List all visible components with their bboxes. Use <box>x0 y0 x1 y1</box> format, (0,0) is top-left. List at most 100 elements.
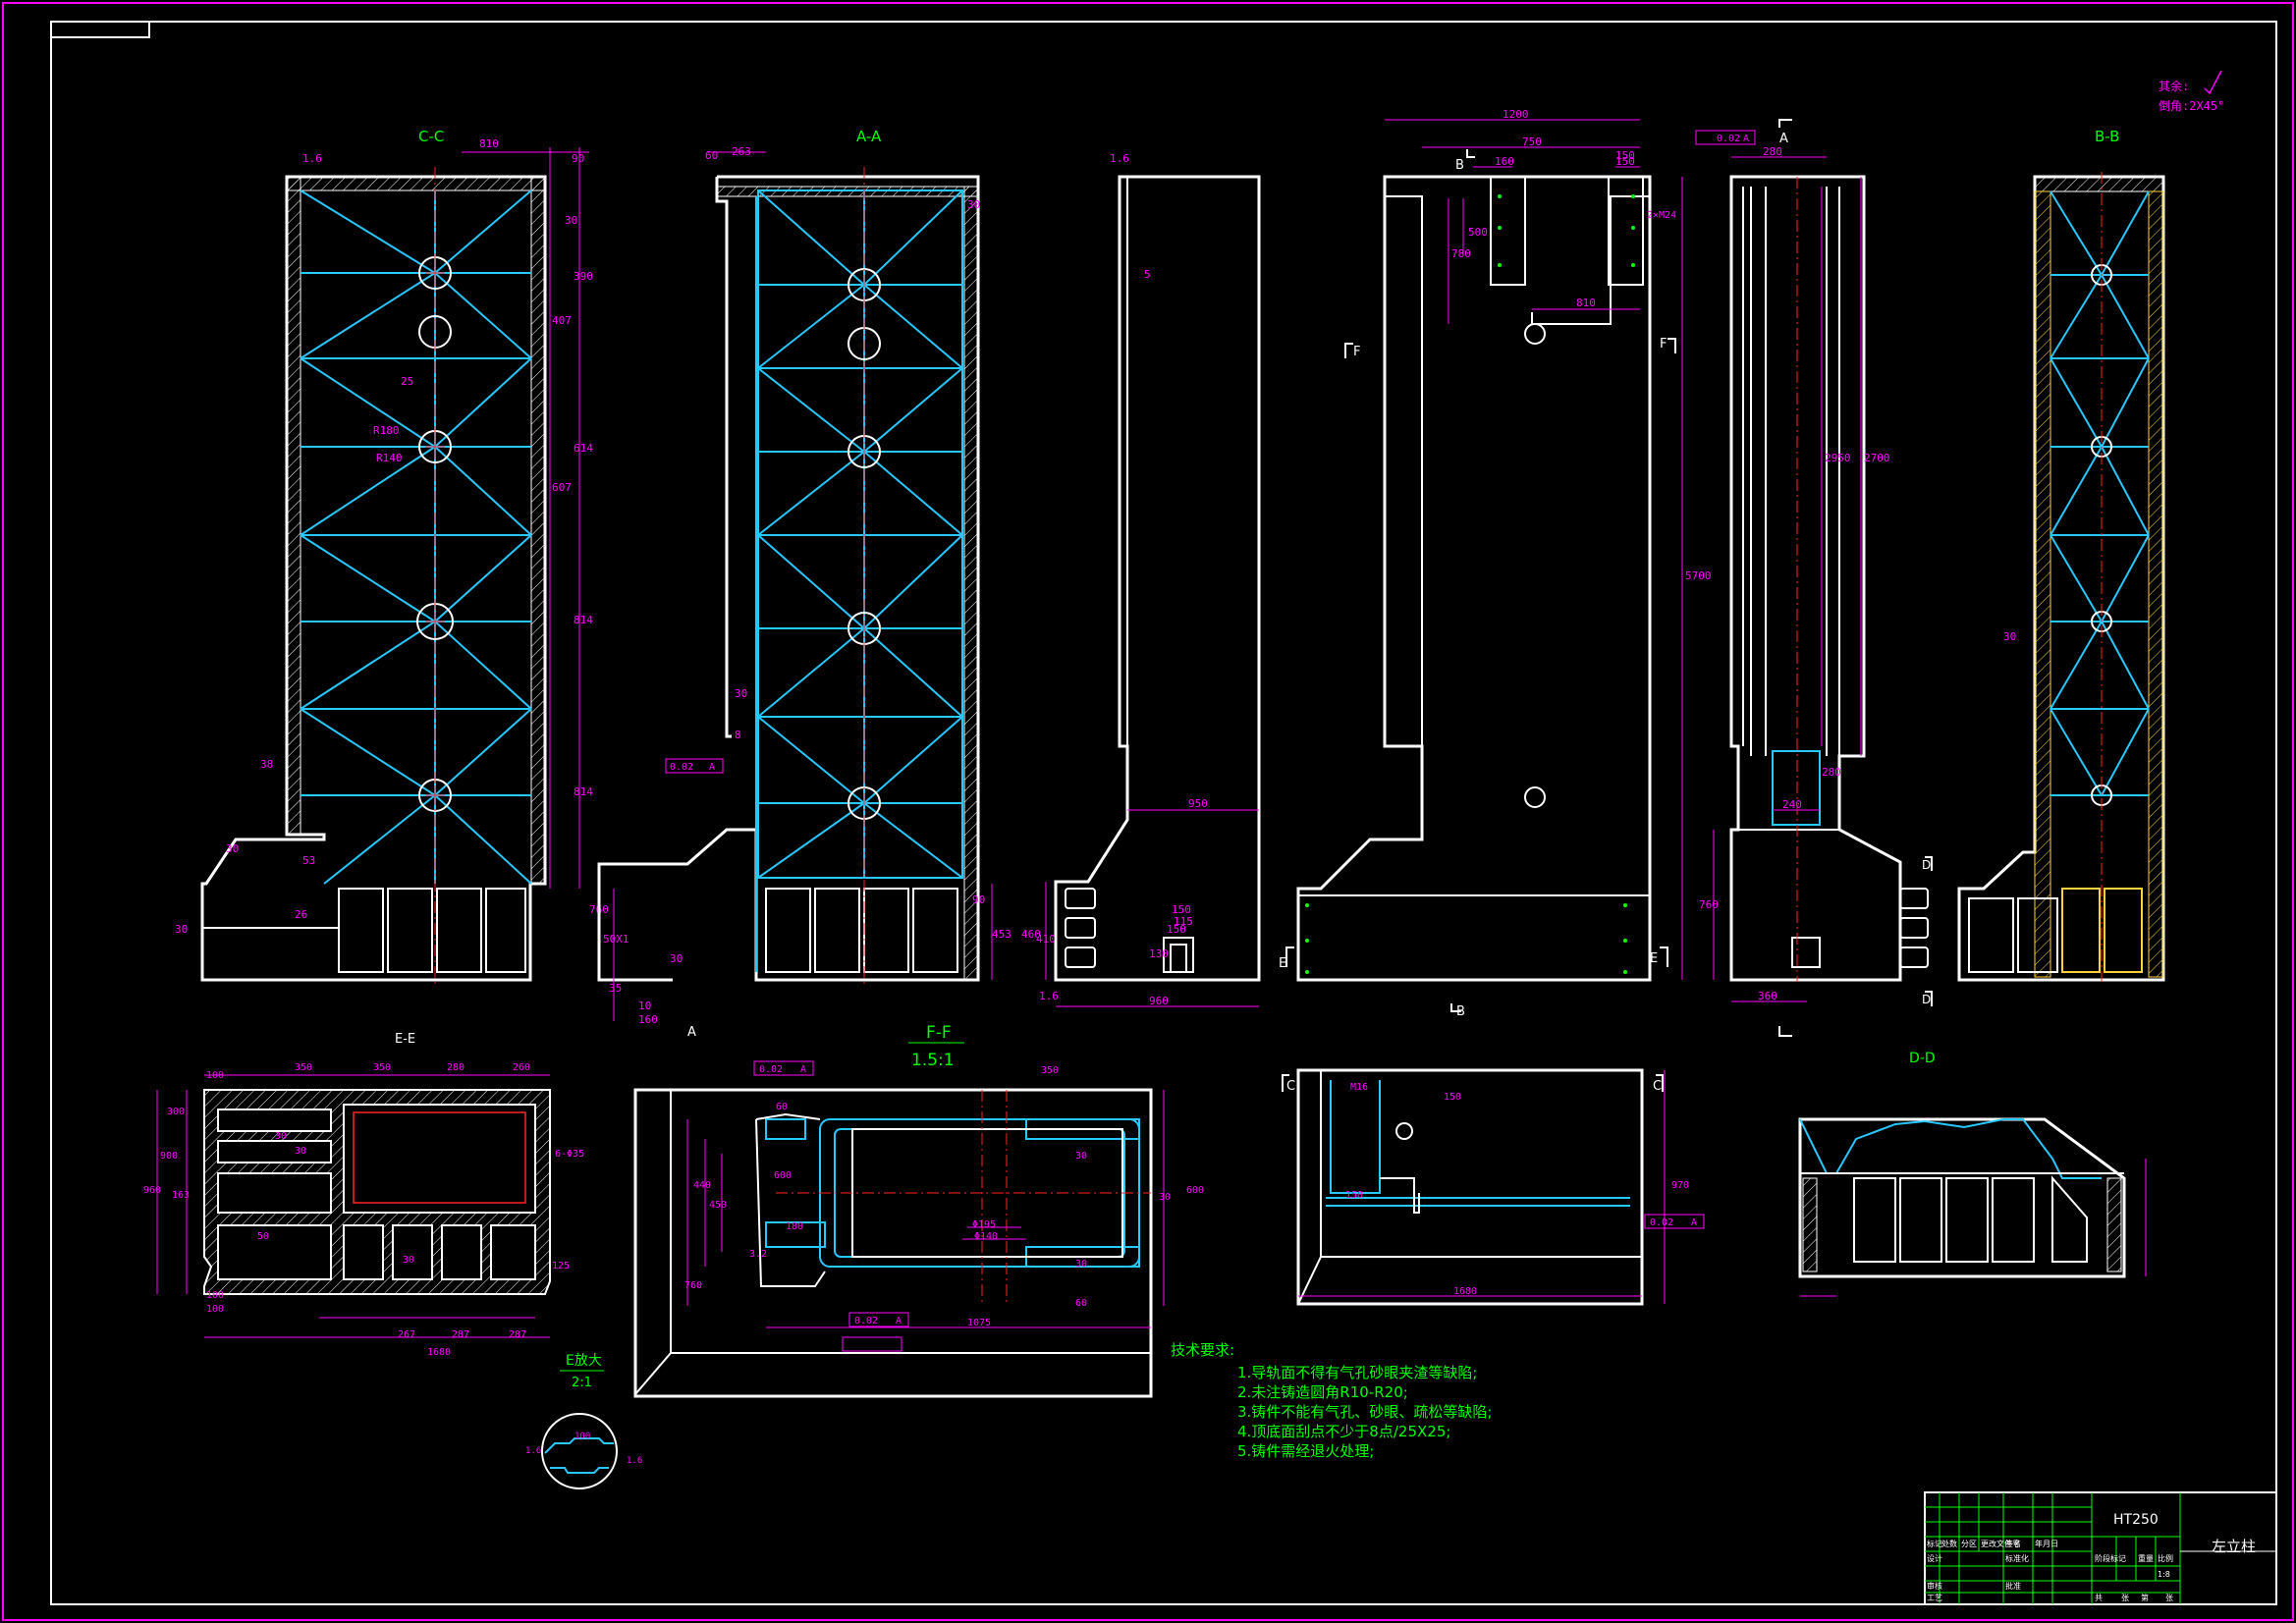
svg-text:50: 50 <box>257 1231 269 1242</box>
svg-text:440: 440 <box>693 1180 711 1191</box>
svg-text:6-Φ35: 6-Φ35 <box>555 1149 584 1160</box>
view-aa-label: A-A <box>856 128 882 145</box>
svg-text:260: 260 <box>513 1062 530 1073</box>
section-letters: B B F F E E C C D D A A <box>687 132 1931 1094</box>
svg-text:0.02: 0.02 <box>759 1064 783 1075</box>
cc-dimensions: 810 90 30 390 407 614 607 814 814 760 25… <box>175 137 609 936</box>
view-cc-label: C-C <box>418 128 444 145</box>
note-1: 1.导轨面不得有气孔砂眼夹渣等缺陷; <box>1237 1364 1477 1381</box>
svg-text:150: 150 <box>1615 149 1635 162</box>
svg-text:60: 60 <box>705 149 718 162</box>
svg-text:267: 267 <box>398 1329 415 1340</box>
svg-text:30: 30 <box>226 842 239 855</box>
svg-text:标记: 标记 <box>1927 1539 1942 1548</box>
svg-text:90: 90 <box>572 152 584 165</box>
svg-text:E: E <box>1650 951 1658 966</box>
detail-e-scale: 2:1 <box>572 1376 592 1390</box>
svg-text:35: 35 <box>609 982 622 995</box>
svg-text:30: 30 <box>403 1255 414 1266</box>
svg-text:180: 180 <box>786 1221 803 1232</box>
svg-text:150: 150 <box>1167 923 1186 936</box>
svg-text:年月日: 年月日 <box>2035 1539 2058 1548</box>
svg-text:760: 760 <box>684 1280 702 1291</box>
svg-text:1.6: 1.6 <box>1039 990 1059 1002</box>
view-front: 1200 750 150 160 150 500 780 810 2×M24 5… <box>1296 108 1712 982</box>
svg-text:1.6: 1.6 <box>627 1456 642 1466</box>
plan-dimensions: M16 150 150 970 1680 0.02 A <box>1345 1082 1697 1297</box>
svg-text:410: 410 <box>1036 933 1056 946</box>
svg-text:设计: 设计 <box>1927 1553 1942 1563</box>
svg-text:5: 5 <box>1144 268 1151 281</box>
svg-text:F: F <box>1660 337 1667 352</box>
svg-text:30: 30 <box>565 214 577 227</box>
svg-text:614: 614 <box>574 442 593 455</box>
aa-dimensions: 60 263 30 8 30 90 453 30 50X1 35 10 160 … <box>603 145 1011 1026</box>
svg-text:453: 453 <box>992 928 1011 941</box>
svg-text:3.2: 3.2 <box>749 1249 767 1260</box>
svg-text:26: 26 <box>295 908 307 921</box>
svg-text:750: 750 <box>1522 135 1542 148</box>
svg-text:比例: 比例 <box>2158 1553 2173 1563</box>
svg-text:100: 100 <box>206 1304 224 1315</box>
svg-text:760: 760 <box>1699 898 1719 911</box>
svg-text:30: 30 <box>1075 1151 1087 1162</box>
svg-text:115: 115 <box>1174 915 1193 928</box>
svg-text:30: 30 <box>1075 1259 1087 1270</box>
svg-text:A: A <box>687 1025 696 1040</box>
svg-text:标准化: 标准化 <box>2005 1553 2029 1563</box>
svg-text:600: 600 <box>1186 1185 1204 1196</box>
svg-text:150: 150 <box>1615 155 1635 168</box>
svg-text:814: 814 <box>574 785 593 798</box>
front-dimensions: 1200 750 150 160 150 500 780 810 2×M24 5… <box>1451 108 1712 582</box>
svg-text:30: 30 <box>2003 630 2016 643</box>
svg-text:2700: 2700 <box>1864 452 1890 464</box>
view-bb: B-B 30 <box>1957 128 2165 982</box>
svg-text:0.02: 0.02 <box>854 1316 878 1326</box>
detail-e-dimensions: 100 1.6 1.6 <box>525 1432 642 1466</box>
view-aa: A-A <box>597 128 1011 1026</box>
svg-text:25: 25 <box>401 375 413 388</box>
notes-title: 技术要求: <box>1171 1341 1234 1359</box>
svg-text:E: E <box>1279 956 1286 971</box>
svg-text:批准: 批准 <box>2005 1581 2021 1591</box>
svg-text:60: 60 <box>776 1102 788 1112</box>
svg-text:张: 张 <box>2121 1594 2129 1602</box>
svg-text:A: A <box>896 1316 902 1326</box>
material-label: HT250 <box>2113 1512 2159 1528</box>
svg-text:960: 960 <box>143 1185 161 1196</box>
view-dd-label: D-D <box>1909 1051 1936 1066</box>
ff-dimensions: 350 600 30 60 440 450 760 1075 600 30 Φ1… <box>684 1064 1204 1328</box>
svg-text:810: 810 <box>1576 297 1596 309</box>
svg-text:Φ195: Φ195 <box>972 1219 996 1230</box>
technical-requirements: 技术要求: 1.导轨面不得有气孔砂眼夹渣等缺陷; 2.未注铸造圆角R10-R20… <box>1171 1341 1492 1460</box>
view-ff-scale: 1.5:1 <box>911 1051 955 1070</box>
svg-text:780: 780 <box>1451 247 1471 260</box>
a-view-dimensions: 280 2950 2700 280 240 760 360 0.02 A <box>1699 134 1890 1002</box>
svg-text:960: 960 <box>1149 995 1169 1007</box>
svg-text:1680: 1680 <box>1453 1286 1477 1297</box>
svg-text:C: C <box>1286 1079 1295 1094</box>
view-plan: M16 150 150 970 1680 0.02 A <box>1296 1068 1705 1306</box>
svg-text:M16: M16 <box>1350 1082 1368 1093</box>
svg-text:600: 600 <box>774 1170 792 1181</box>
svg-text:160: 160 <box>638 1013 658 1026</box>
other-roughness-label: 其余: <box>2159 79 2189 93</box>
svg-text:1075: 1075 <box>967 1318 991 1328</box>
part-name: 左立柱 <box>2212 1538 2256 1555</box>
view-side: 5 950 960 150 460 410 130 150 115 1.6 1.… <box>1021 152 1261 1007</box>
svg-text:共: 共 <box>2095 1594 2103 1602</box>
svg-text:150: 150 <box>1172 903 1191 916</box>
view-ff: F-F 1.5:1 <box>633 1023 1204 1398</box>
svg-text:38: 38 <box>260 758 273 771</box>
svg-text:150: 150 <box>1444 1092 1461 1103</box>
svg-text:125: 125 <box>552 1261 570 1271</box>
section-marks <box>1282 119 1933 1092</box>
svg-text:100: 100 <box>574 1432 590 1441</box>
svg-text:0.02: 0.02 <box>670 762 693 773</box>
svg-text:900: 900 <box>160 1151 178 1162</box>
svg-text:A: A <box>800 1064 806 1075</box>
svg-text:R140: R140 <box>376 452 403 464</box>
svg-text:360: 360 <box>1758 990 1777 1002</box>
